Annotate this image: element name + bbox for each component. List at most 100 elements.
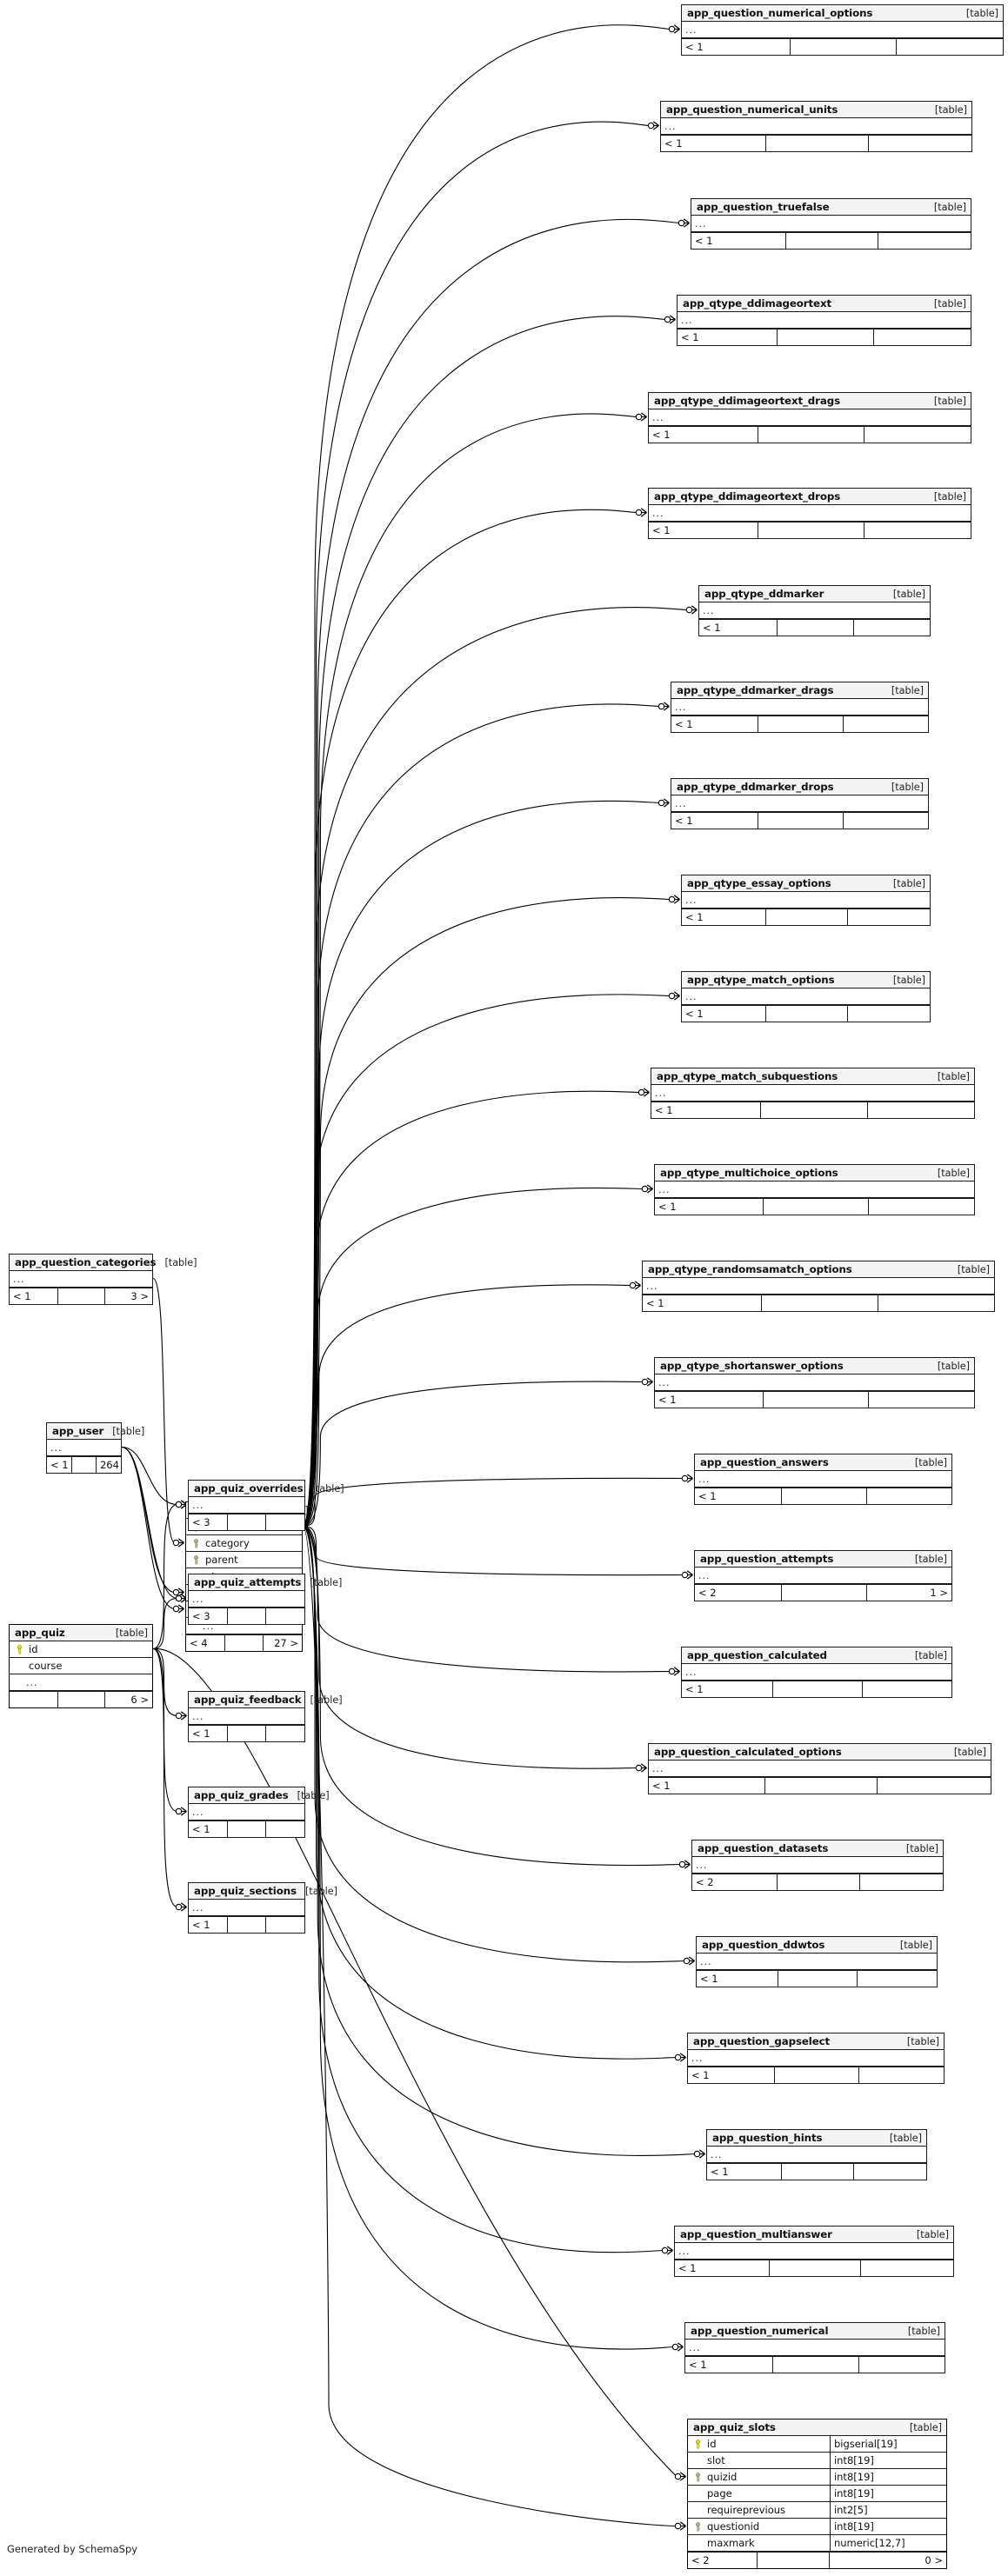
table-node-app_question_calculated[interactable]: app_question_calculated[table]...< 1 <box>681 1647 952 1698</box>
column-name: parent <box>205 1553 238 1566</box>
footer-child-count <box>864 523 971 538</box>
table-node-app_question_numerical_units[interactable]: app_question_numerical_units[table]...< … <box>660 101 972 152</box>
table-node-app_question_ddwtos[interactable]: app_question_ddwtos[table]...< 1 <box>696 1936 938 1987</box>
table-summary-row: ... <box>655 1375 974 1391</box>
table-node-app_question_answers[interactable]: app_question_answers[table]...< 1 <box>694 1454 952 1505</box>
table-footer: < 1 <box>649 426 971 443</box>
table-column-row[interactable]: ... <box>10 1674 152 1691</box>
table-kind-label: [table] <box>916 2228 949 2240</box>
table-node-app_qtype_match_options[interactable]: app_qtype_match_options[table]...< 1 <box>681 971 931 1022</box>
primary-key-icon <box>17 1644 23 1654</box>
footer-middle <box>775 2067 859 2083</box>
table-header: app_quiz_attempts[table] <box>189 1574 342 1591</box>
table-kind-label: [table] <box>937 1167 970 1179</box>
table-node-app_qtype_essay_options[interactable]: app_qtype_essay_options[table]...< 1 <box>681 875 931 926</box>
table-footer: < 1 <box>649 522 971 538</box>
table-node-app_qtype_match_subquestions[interactable]: app_qtype_match_subquestions[table]...< … <box>651 1068 975 1119</box>
table-node-app_quiz_overrides[interactable]: app_quiz_overrides[table]...< 3 <box>188 1480 344 1531</box>
footer-parent-count: < 1 <box>675 2260 770 2276</box>
table-node-app_quiz_attempts[interactable]: app_quiz_attempts[table]...< 3 <box>188 1574 342 1625</box>
table-node-app_quiz_sections[interactable]: app_quiz_sections[table]...< 1 <box>188 1882 337 1934</box>
column-type: numeric[12,7] <box>829 2535 943 2551</box>
footer-parent-count: < 1 <box>10 1288 58 1304</box>
table-column-row[interactable]: course <box>10 1658 152 1674</box>
table-kind-label: [table] <box>909 2421 942 2433</box>
table-node-app_question_hints[interactable]: app_question_hints[table]...< 1 <box>706 2129 927 2180</box>
footer-parent-count: < 2 <box>695 1585 783 1601</box>
table-node-app_quiz_feedback[interactable]: app_quiz_feedback[table]...< 1 <box>188 1691 343 1742</box>
table-column-row[interactable]: parent <box>186 1552 302 1568</box>
table-summary-row: ... <box>707 2147 926 2163</box>
table-kind-label: [table] <box>937 1360 970 1372</box>
table-column-row[interactable]: id <box>10 1641 152 1658</box>
table-node-app_question_gapselect[interactable]: app_question_gapselect[table]...< 1 <box>687 2033 945 2084</box>
table-name: app_qtype_essay_options <box>687 876 831 889</box>
table-name: app_qtype_randomsamatch_options <box>648 1262 852 1275</box>
table-kind-label: [table] <box>933 490 966 503</box>
footer-child-count <box>878 1295 994 1311</box>
table-node-app_question_truefalse[interactable]: app_question_truefalse[table]...< 1 <box>691 198 971 250</box>
footer-parent-count: < 1 <box>649 523 758 538</box>
columns-ellipsis: ... <box>698 1569 711 1581</box>
table-header: app_qtype_match_options[table] <box>682 972 930 988</box>
table-node-app_question_multianswer[interactable]: app_question_multianswer[table]...< 1 <box>674 2226 954 2277</box>
table-node-app_qtype_ddmarker_drops[interactable]: app_qtype_ddmarker_drops[table]...< 1 <box>671 778 929 829</box>
table-node-app_qtype_shortanswer_options[interactable]: app_qtype_shortanswer_options[table]...<… <box>654 1357 975 1408</box>
table-header: app_qtype_multichoice_options[table] <box>655 1165 974 1181</box>
table-summary-row: ... <box>189 1708 304 1725</box>
table-name: app_question_calculated <box>687 1648 827 1661</box>
table-name: app_question_attempts <box>700 1552 834 1565</box>
footer-parent-count: < 1 <box>682 909 766 925</box>
table-summary-row: ... <box>692 1857 943 1874</box>
columns-ellipsis: ... <box>678 2245 691 2257</box>
columns-ellipsis: ... <box>652 411 664 423</box>
footer-parent-count: < 2 <box>688 2553 758 2568</box>
table-node-app_qtype_ddmarker_drags[interactable]: app_qtype_ddmarker_drags[table]...< 1 <box>671 682 929 733</box>
table-node-app_question_datasets[interactable]: app_question_datasets[table]...< 2 <box>691 1840 944 1891</box>
footer-middle <box>778 329 874 345</box>
table-node-app_qtype_randomsamatch_options[interactable]: app_qtype_randomsamatch_options [table]..… <box>642 1261 995 1312</box>
table-node-app_qtype_ddimageortext_drags[interactable]: app_qtype_ddimageortext_drags[table]...<… <box>648 392 971 443</box>
table-node-app_qtype_ddimageortext_drops[interactable]: app_qtype_ddimageortext_drops[table]...<… <box>648 488 971 539</box>
table-node-app_question_calculated_options[interactable]: app_question_calculated_options[table]..… <box>648 1743 991 1794</box>
table-summary-row: ... <box>189 1804 304 1821</box>
foreign-key-icon <box>194 1538 199 1548</box>
table-node-app_qtype_ddimageortext[interactable]: app_qtype_ddimageortext[table]...< 1 <box>677 295 971 346</box>
column-name: id <box>707 2437 717 2450</box>
table-kind-label: [table] <box>304 1885 338 1897</box>
table-kind-label: [table] <box>899 1939 932 1951</box>
generated-by-credit: Generated by SchemaSpy <box>7 2543 138 2555</box>
footer-middle <box>758 716 844 732</box>
table-header: app_question_numerical_options[table] <box>682 5 1003 22</box>
table-header: app_question_truefalse[table] <box>691 199 971 216</box>
table-node-app_question_numerical[interactable]: app_question_numerical[table]...< 1 <box>684 2322 945 2373</box>
table-summary-row: ... <box>695 1568 951 1584</box>
footer-parent-count: < 1 <box>695 1488 783 1504</box>
table-node-app_quiz_grades[interactable]: app_quiz_grades[table]...< 1 <box>188 1787 330 1838</box>
table-kind-label: [table] <box>957 1263 990 1275</box>
table-summary-row: ... <box>643 1278 994 1295</box>
table-kind-label: [table] <box>933 201 966 213</box>
footer-child-count <box>860 1874 943 1890</box>
table-footer: < 1 <box>682 1005 930 1022</box>
table-column-row[interactable]: category <box>186 1535 302 1552</box>
footer-middle <box>72 1457 97 1473</box>
footer-middle <box>766 1006 848 1022</box>
table-node-app_qtype_multichoice_options[interactable]: app_qtype_multichoice_options[table]...<… <box>654 1164 975 1215</box>
table-node-app_qtype_ddmarker[interactable]: app_qtype_ddmarker[table]...< 1 <box>698 585 931 636</box>
table-summary-row: ... <box>649 1761 991 1777</box>
column-name: slot <box>707 2453 725 2466</box>
table-node-app_question_numerical_options[interactable]: app_question_numerical_options[table]...… <box>681 4 1004 56</box>
